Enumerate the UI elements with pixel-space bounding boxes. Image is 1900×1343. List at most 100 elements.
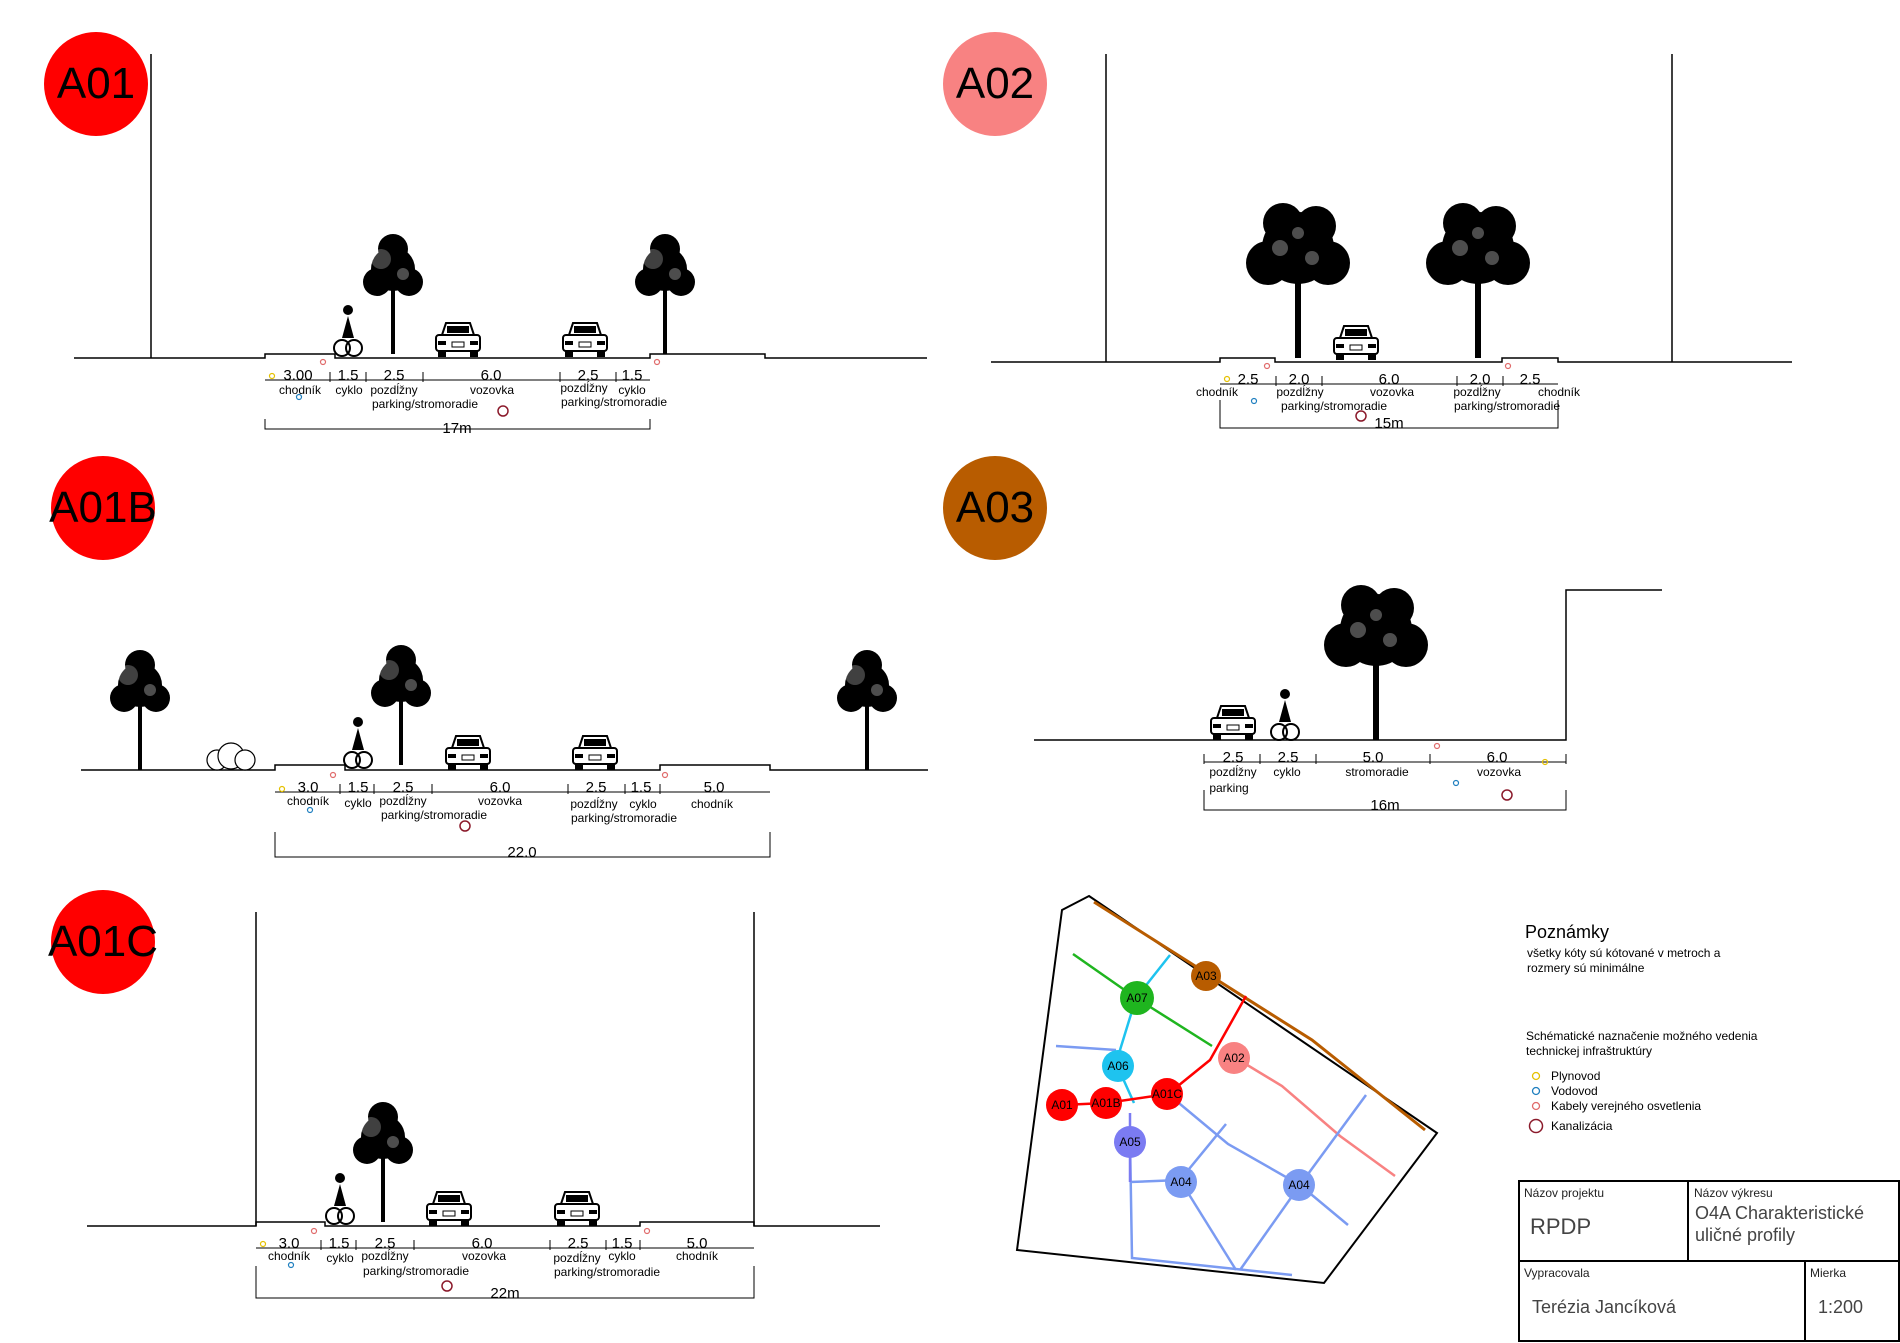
drawing-label: Názov výkresu — [1694, 1186, 1773, 1200]
profile-label: vozovka — [470, 383, 514, 397]
map-node-a02: A02 — [1218, 1042, 1250, 1074]
legend-label: Kanalizácia — [1551, 1119, 1613, 1133]
map-node-a01b: A01B — [1090, 1087, 1122, 1119]
section-id: A02 — [956, 59, 1034, 108]
profile-label: parking/stromoradie — [561, 395, 667, 409]
notes-line: všetky kóty sú kótované v metroch a — [1527, 946, 1721, 960]
section-a01b: A01B 3.0 1.5 2.5 6.0 2.5 1.5 5.0 chodník… — [49, 456, 928, 861]
profile-label: cyklo — [618, 383, 646, 397]
title-block: Názov projektu RPDP Názov výkresu O4A Ch… — [1518, 1180, 1900, 1342]
dim-text: 1.5 — [338, 367, 359, 384]
profile-label: parking/stromoradie — [1454, 399, 1560, 413]
section-a01c: A01C 3.0 1.5 2.5 6.0 2.5 1.5 5.0 chodník… — [48, 890, 880, 1302]
profile-label: cyklo — [326, 1251, 354, 1265]
dim-text: 1.5 — [348, 779, 369, 796]
section-badge — [943, 456, 1047, 560]
dim-text: 5.0 — [687, 1235, 708, 1252]
dim-text: 6.0 — [1379, 371, 1400, 388]
dim-text: 1.5 — [631, 779, 652, 796]
dim-text: 2.5 — [578, 367, 599, 384]
map-node-a01c: A01C — [1151, 1078, 1183, 1110]
legend-marker — [1531, 1071, 1541, 1081]
project-label: Názov projektu — [1524, 1186, 1604, 1200]
profile-label: parking/stromoradie — [381, 808, 487, 822]
profile-label: pozdĺžny — [379, 793, 426, 808]
profile-label: stromoradie — [1345, 765, 1409, 779]
author-name: Terézia Jancíková — [1532, 1297, 1677, 1317]
section-id: A03 — [956, 483, 1034, 532]
profile-label: parking — [1209, 781, 1248, 795]
legend-label: Kabely verejného osvetlenia — [1551, 1099, 1701, 1113]
dim-text: 2.0 — [1470, 371, 1491, 388]
project-name: RPDP — [1530, 1214, 1591, 1239]
map-node-a01: A01 — [1046, 1089, 1078, 1121]
dim-text: 6.0 — [1487, 749, 1508, 766]
profile-label: cyklo — [1273, 765, 1301, 779]
profile-label: pozdĺžny — [560, 380, 607, 395]
dim-text: 2.0 — [1289, 371, 1310, 388]
profile-label: cyklo — [629, 797, 657, 811]
dim-text: 6.0 — [490, 779, 511, 796]
dim-text: 2.5 — [1223, 749, 1244, 766]
profile-label: chodník — [279, 383, 322, 397]
dim-text: 6.0 — [481, 367, 502, 384]
legend-marker — [1528, 1118, 1544, 1134]
profile-label: pozdĺžny — [1209, 764, 1256, 779]
profile-label: chodník — [268, 1249, 311, 1263]
dim-text: 3.00 — [283, 367, 312, 384]
profile-label: parking/stromoradie — [363, 1264, 469, 1278]
profile-label: vozovka — [1477, 765, 1521, 779]
dim-text: 5.0 — [1363, 749, 1384, 766]
scale-label: Mierka — [1810, 1266, 1846, 1280]
notes-line: rozmery sú minimálne — [1527, 961, 1645, 975]
dim-text: 3.0 — [298, 779, 319, 796]
section-id: A01B — [49, 483, 157, 532]
svg-text:A01B: A01B — [1091, 1096, 1120, 1110]
dim-text: 1.5 — [329, 1235, 350, 1252]
section-badge — [51, 890, 155, 994]
dim-text: 2.5 — [393, 779, 414, 796]
scale-value: 1:200 — [1818, 1297, 1863, 1317]
dim-text: 1.5 — [622, 367, 643, 384]
svg-text:A05: A05 — [1119, 1135, 1141, 1149]
profile-label: vozovka — [462, 1249, 506, 1263]
section-badge — [44, 32, 148, 136]
profile-label: parking/stromoradie — [1281, 399, 1387, 413]
dim-text: 6.0 — [472, 1235, 493, 1252]
profile-label: pozdĺžny — [370, 382, 417, 397]
notes-panel: Poznámky všetky kóty sú kótované v metro… — [1525, 922, 1758, 1134]
profile-label: parking/stromoradie — [372, 397, 478, 411]
legend-label: Plynovod — [1551, 1069, 1600, 1083]
legend: Plynovod Vodovod Kabely verejného osvetl… — [1528, 1069, 1701, 1134]
infra-line: technickej infraštruktúry — [1526, 1044, 1652, 1058]
profile-label: chodník — [691, 797, 734, 811]
map-node-a03: A03 — [1191, 961, 1221, 991]
svg-text:A04: A04 — [1288, 1178, 1310, 1192]
legend-label: Vodovod — [1551, 1084, 1598, 1098]
svg-text:A07: A07 — [1126, 991, 1148, 1005]
map-node-a05: A05 — [1114, 1126, 1146, 1158]
profile-label: chodník — [1538, 385, 1581, 399]
legend-marker — [1531, 1086, 1541, 1096]
infra-line: Schématické naznačenie možného vedenia — [1526, 1029, 1758, 1043]
total-width: 16m — [1370, 797, 1399, 814]
profile-label: pozdĺžny — [361, 1248, 408, 1263]
profile-label: pozdĺžny — [1453, 384, 1500, 399]
profile-label: pozdĺžny — [1276, 384, 1323, 399]
total-width: 15m — [1374, 415, 1403, 432]
profile-label: pozdĺžny — [553, 1250, 600, 1265]
dim-text: 2.5 — [1520, 371, 1541, 388]
total-width: 22.0 — [507, 844, 536, 861]
map-node-a06: A06 — [1102, 1050, 1134, 1082]
svg-text:A03: A03 — [1195, 969, 1217, 983]
drawing-title: uličné profily — [1695, 1225, 1795, 1245]
dim-text: 2.5 — [1278, 749, 1299, 766]
section-id: A01 — [57, 59, 135, 108]
section-a02: A02 2.5 2.0 6.0 2.0 2.5 chodník pozdĺžny… — [943, 32, 1792, 432]
profile-label: parking/stromoradie — [571, 811, 677, 825]
section-id: A01C — [48, 917, 158, 966]
dim-text: 5.0 — [704, 779, 725, 796]
map-node-a04: A04 — [1283, 1169, 1315, 1201]
profile-label: pozdĺžny — [570, 796, 617, 811]
